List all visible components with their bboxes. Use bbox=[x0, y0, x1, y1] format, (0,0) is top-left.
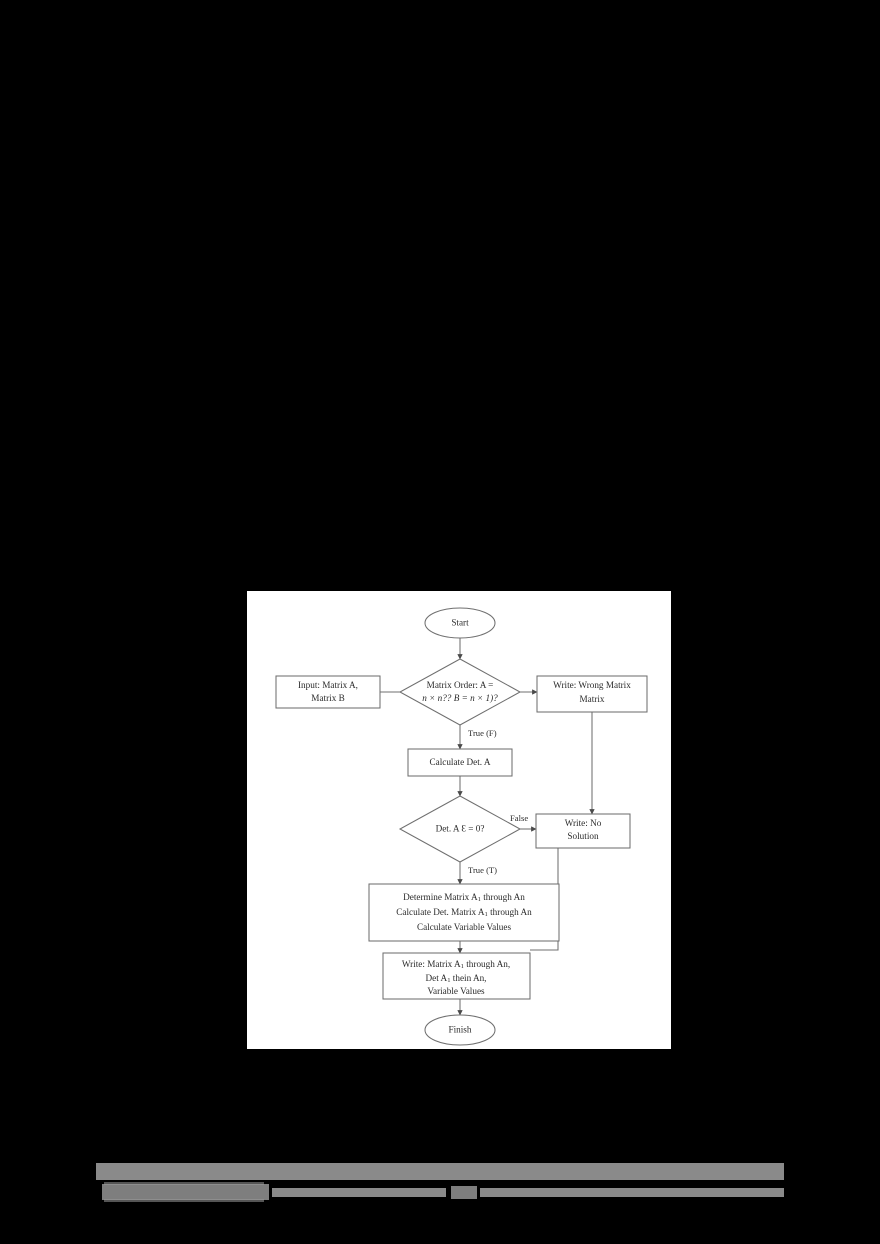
node-determine-line1-a: Determine Matrix A bbox=[403, 892, 478, 902]
node-wrong-matrix-line1: Write: Wrong Matrix bbox=[553, 680, 631, 690]
node-determine-line3: Calculate Variable Values bbox=[417, 922, 511, 932]
node-start: Start bbox=[424, 607, 496, 639]
node-input: Input: Matrix A, Matrix B bbox=[275, 675, 381, 709]
node-determine-line1-b: through An bbox=[481, 892, 525, 902]
figure-panel: Start Input: Matrix A, Matrix B Matrix O… bbox=[247, 591, 671, 1049]
edge-label-det-true: True (T) bbox=[468, 865, 497, 875]
node-determine-line2: Calculate Det. Matrix A1 through An bbox=[396, 907, 532, 918]
node-no-solution-line2: Solution bbox=[567, 831, 599, 841]
node-calculate-det-a-label: Calculate Det. A bbox=[430, 757, 491, 767]
node-write-matrix-line3: Variable Values bbox=[427, 986, 485, 996]
footer-redacted-zone bbox=[96, 1163, 784, 1211]
node-write-matrix-line2-b: thein An, bbox=[451, 973, 487, 983]
node-decision-order-line1: Matrix Order: A = bbox=[427, 680, 494, 690]
footer-band-right bbox=[480, 1188, 784, 1197]
node-write-matrix-line2: Det A1 thein An, bbox=[426, 973, 487, 984]
node-write-matrix-results: Write: Matrix A1 through An, Det A1 thei… bbox=[382, 952, 531, 1000]
node-finish-label: Finish bbox=[449, 1025, 472, 1035]
footer-band-top bbox=[96, 1163, 784, 1180]
node-finish: Finish bbox=[424, 1014, 496, 1046]
node-decision-det-a-label: Det. A Ɛ = 0? bbox=[436, 824, 485, 834]
node-decision-det-a: Det. A Ɛ = 0? bbox=[398, 795, 522, 863]
edge-label-det-false: False bbox=[510, 813, 528, 823]
connector-no-solution-to-write-matrix bbox=[530, 848, 559, 951]
node-determine-line1: Determine Matrix A1 through An bbox=[403, 892, 525, 903]
node-input-line1: Input: Matrix A, bbox=[298, 680, 358, 690]
node-write-matrix-line2-a: Det A bbox=[426, 973, 448, 983]
footer-band-page-number bbox=[451, 1186, 477, 1199]
node-start-label: Start bbox=[451, 618, 469, 628]
node-write-matrix-line1: Write: Matrix A1 through An, bbox=[402, 959, 510, 970]
node-decision-matrix-order: Matrix Order: A = n × n?? B = n × 1)? bbox=[398, 658, 522, 726]
node-determine-matrix: Determine Matrix A1 through An Calculate… bbox=[368, 883, 560, 942]
footer-band-left bbox=[102, 1184, 269, 1200]
node-determine-line2-sub: 1 bbox=[485, 911, 488, 918]
node-write-matrix-line1-sub: 1 bbox=[461, 963, 464, 970]
node-write-matrix-line2-sub: 1 bbox=[447, 977, 450, 984]
node-write-matrix-line1-b: through An, bbox=[464, 959, 510, 969]
footer-blur-line-2 bbox=[104, 1199, 264, 1202]
edge-label-order-true: True (F) bbox=[468, 728, 497, 738]
node-wrong-matrix-line2: Matrix bbox=[579, 694, 604, 704]
node-determine-line2-a: Calculate Det. Matrix A bbox=[396, 907, 485, 917]
node-decision-order-line2: n × n?? B = n × 1)? bbox=[422, 693, 498, 703]
node-calculate-det-a: Calculate Det. A bbox=[407, 748, 513, 777]
node-determine-line2-b: through An bbox=[488, 907, 532, 917]
footer-band-center-left bbox=[272, 1188, 446, 1197]
node-determine-line1-sub: 1 bbox=[478, 896, 481, 903]
node-write-wrong-matrix: Write: Wrong Matrix Matrix bbox=[536, 675, 648, 713]
node-input-line2: Matrix B bbox=[311, 693, 344, 703]
node-no-solution-line1: Write: No bbox=[565, 818, 602, 828]
footer-blur-line-1 bbox=[104, 1182, 264, 1185]
node-write-matrix-line1-a: Write: Matrix A bbox=[402, 959, 461, 969]
flowchart-diagram: Start Input: Matrix A, Matrix B Matrix O… bbox=[275, 607, 648, 1046]
node-write-no-solution: Write: No Solution bbox=[535, 813, 631, 849]
